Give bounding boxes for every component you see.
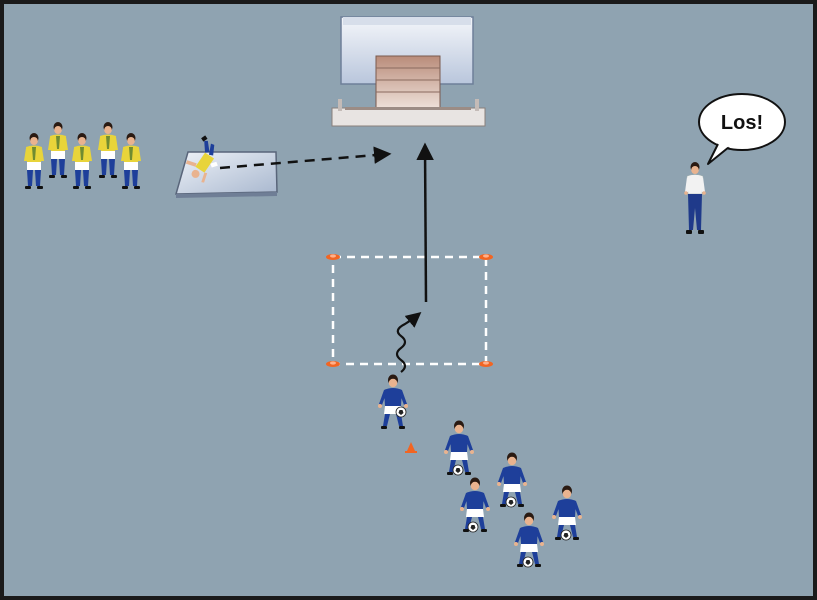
landing-mat	[175, 151, 278, 198]
dribble-arrow	[395, 312, 422, 373]
dribble-zone	[331, 255, 488, 366]
ball	[522, 556, 534, 568]
diving-keeper	[185, 135, 218, 183]
shot-arrow	[416, 142, 434, 303]
ball	[467, 521, 479, 533]
zone-cone	[326, 254, 340, 260]
ball	[560, 529, 572, 541]
zone-cone	[479, 254, 493, 260]
ball	[452, 464, 464, 476]
ball	[395, 406, 407, 418]
keeper-run-arrow	[219, 146, 392, 170]
ball	[505, 496, 517, 508]
zone-cone	[326, 361, 340, 367]
zone-cone	[479, 361, 493, 367]
mini-goal	[331, 16, 486, 127]
speech-bubble: Los!	[698, 93, 786, 165]
coach	[684, 162, 706, 234]
speech-text: Los!	[721, 112, 763, 134]
